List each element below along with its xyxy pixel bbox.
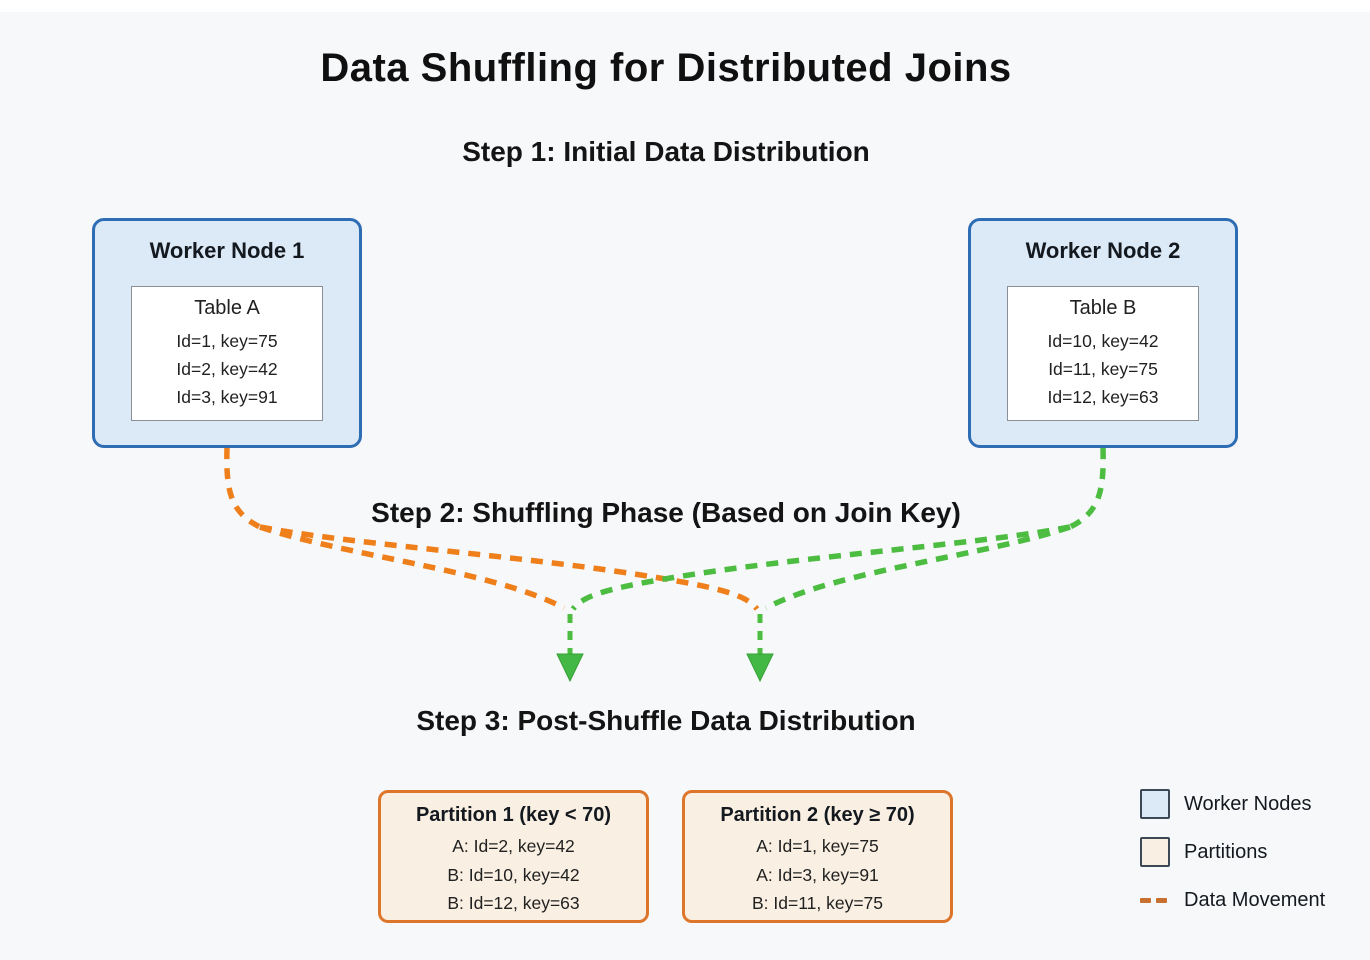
arrowhead-partition1	[556, 653, 584, 683]
table-a-name: Table A	[194, 297, 260, 319]
step3-heading: Step 3: Post-Shuffle Data Distribution	[416, 705, 916, 736]
data-movement-orange-to-partition2	[259, 524, 760, 611]
top-strip	[0, 0, 1370, 12]
partition-2-row: A: Id=3, key=91	[756, 864, 879, 885]
worker-node-2-title: Worker Node 2	[1025, 238, 1181, 263]
partition-2-row: B: Id=11, key=75	[751, 893, 884, 913]
table-a-box: Table A Id=1, key=75 Id=2, key=42 Id=3, …	[131, 286, 323, 421]
step2-heading: Step 2: Shuffling Phase (Based on Join K…	[371, 497, 961, 528]
table-b-box: Table B Id=10, key=42 Id=11, key=75 Id=1…	[1007, 286, 1199, 421]
table-b-row: Id=12, key=63	[1047, 387, 1159, 407]
partition-1-row: B: Id=10, key=42	[447, 864, 580, 885]
legend-item-data-movement: Data Movement	[1140, 885, 1325, 915]
legend-label-data-movement: Data Movement	[1184, 888, 1326, 911]
legend-label-worker-nodes: Worker Nodes	[1184, 792, 1312, 815]
worker-node-swatch-icon	[1140, 789, 1170, 819]
data-movement-green-to-partition2	[764, 524, 1071, 611]
dashed-line-icon	[1140, 897, 1170, 903]
table-a-row: Id=1, key=75	[176, 331, 278, 351]
legend-item-partitions: Partitions	[1140, 837, 1325, 867]
worker-node-1-card: Worker Node 1 Table A Id=1, key=75 Id=2,…	[92, 218, 362, 448]
legend-item-worker-nodes: Worker Nodes	[1140, 789, 1325, 819]
partition-2-card: Partition 2 (key ≥ 70) A: Id=1, key=75 A…	[682, 790, 953, 923]
table-a-row: Id=3, key=91	[176, 387, 278, 407]
legend-label-partitions: Partitions	[1184, 840, 1268, 863]
worker-node-2-card: Worker Node 2 Table B Id=10, key=42 Id=1…	[968, 218, 1238, 448]
partition-1-row: A: Id=2, key=42	[452, 836, 575, 856]
table-b-row: Id=11, key=75	[1048, 359, 1158, 379]
table-b-name: Table B	[1069, 297, 1137, 319]
partition-1-title: Partition 1 (key < 70)	[415, 804, 612, 826]
partition-1-card: Partition 1 (key < 70) A: Id=2, key=42 B…	[378, 790, 649, 923]
partition-2-title: Partition 2 (key ≥ 70)	[720, 804, 915, 826]
data-movement-orange-to-partition1	[259, 524, 566, 611]
arrowhead-partition2	[746, 653, 774, 683]
step1-heading: Step 1: Initial Data Distribution	[462, 136, 870, 167]
page-title: Data Shuffling for Distributed Joins	[320, 46, 1012, 90]
partition-2-row: A: Id=1, key=75	[756, 836, 879, 856]
data-movement-green-to-partition1	[570, 524, 1071, 611]
worker-node-1-title: Worker Node 1	[149, 238, 305, 263]
partition-1-row: B: Id=12, key=63	[447, 893, 580, 913]
table-b-row: Id=10, key=42	[1047, 331, 1159, 351]
partition-swatch-icon	[1140, 837, 1170, 867]
legend: Worker Nodes Partitions Data Movement	[1140, 789, 1325, 933]
table-a-row: Id=2, key=42	[176, 359, 278, 379]
